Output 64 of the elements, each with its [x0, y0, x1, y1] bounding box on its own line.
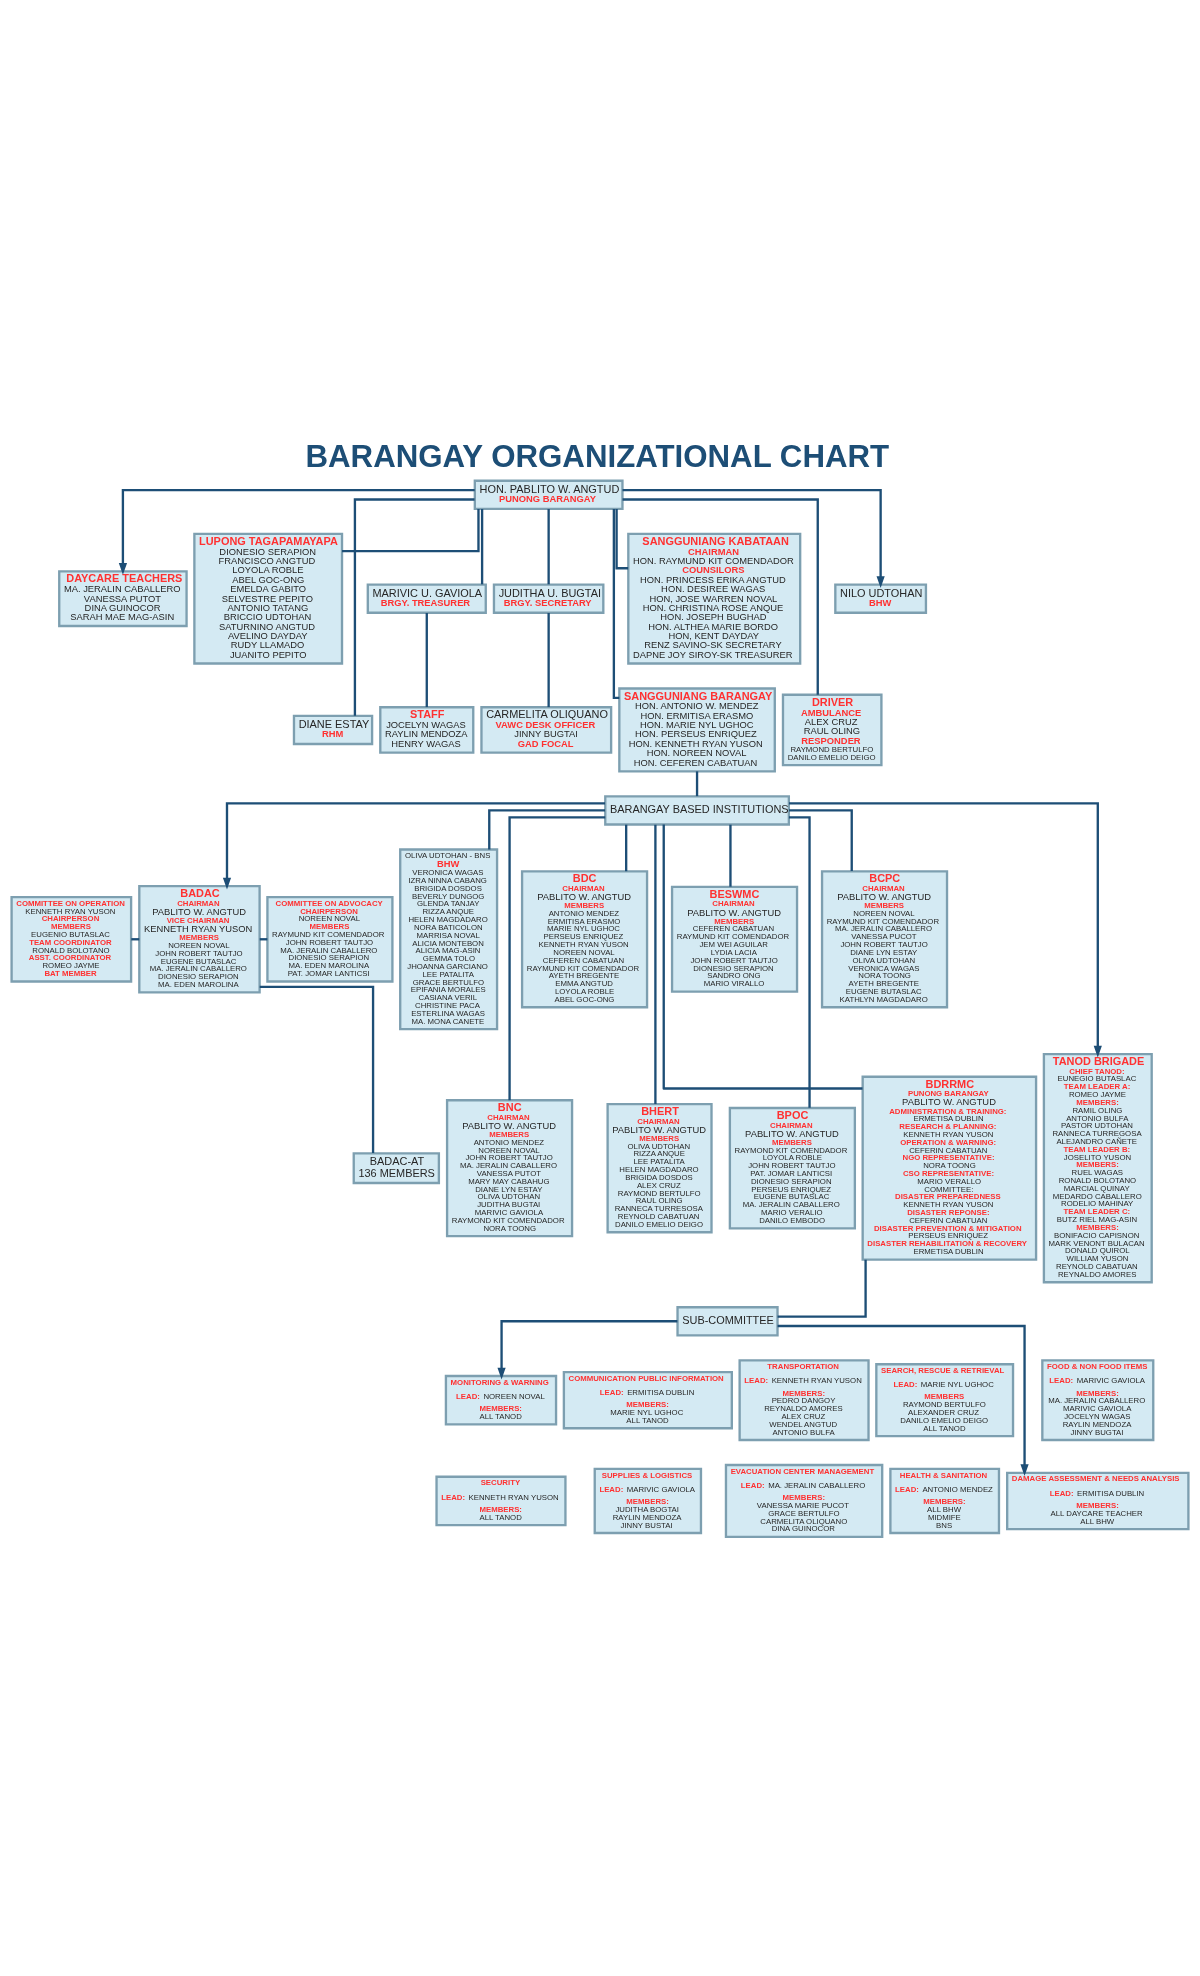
- connector: [788, 815, 811, 1108]
- node-box: COMMUNICATION PUBLIC INFORMATION LEAD: ERMITISA DUBLIN MEMBERS: MARIE NYL UGHOC ALL TANOD: [562, 1370, 733, 1429]
- node-box: BADAC-AT 136 MEMBERS: [352, 1151, 441, 1184]
- node-box: BDRRMC PUNONG BARANGAY PABLITO W. ANGTUD ADMINISTRATION & TRAINING: ERMETISA DUBLIN RESEARCH & PLANNING: KENNETH RYAN YUSON OPERATION & WARNING: CEFERIN CABATUAN NGO REPRESENTATIVE: NORA TOONG CSO REPRESENTATIVE: MARIO VERALLO COMMITTEE: DISASTER PREPAREDNESS KENNETH RYAN YUSON DISASTER REPONSE: CEFERIN CABATUAN DISASTER PREVENTION & MITIGATION PERSEUS ENRIQUEZ DISASTER REHABILITATION & RECOVERY ERMETISA DUBLIN: [861, 1075, 1038, 1261]
- connector: [789, 808, 853, 871]
- node-box: BHERT CHAIRMAN PABLITO W. ANGTUD MEMBERS OLIVA UDTOHAN RIZZA ANQUE LEE PATALITA HELEN MAGDADARO BRIGIDA DOSDOS ALEX CRUZ RAYMOND BERTULFO RAUL OLING RANNECA TURRESOSA REYNOLD CABATUAN DANILO EMELIO DEIGO: [606, 1102, 713, 1233]
- node-box: BDC CHAIRMAN PABLITO W. ANGTUD MEMBERS ANTONIO MENDEZ ERMITISA ERASMO MARIE NYL UGHOC PERSEUS ENRIQUEZ KENNETH RYAN YUSON NOREEN NOVAL CEFEREN CABATUAN RAYMUND KIT COMENDADOR AYETH BREGENTE EMMA ANGTUD LOYOLA ROBLE ABEL GOC-ONG: [520, 869, 649, 1008]
- node-box: OLIVA UDTOHAN - BNS BHW VERONICA WAGAS IZRA NINNA CABANG BRIGIDA DOSDOS BEVERLY DUNGOG GLENDA TANJAY RIZZA ANQUE HELEN MAGDADARO NORA BATICOLON MARRISA NOVAL ALICIA MONTEBON ALICIA MAG-ASIN GEMMA TOLO JHOANNA GARCIANO LEE PATALITA GRACE BERTULFO EPIFANIA MORALES CASIANA VERIL CHRISTINE PACA ESTERLINA WAGAS MA. MONA CANETE: [399, 847, 499, 1030]
- node-box: COMMITTEE ON ADVOCACY CHAIRPERSON NOREEN NOVAL MEMBERS RAYMUND KIT COMENDADOR JOHN ROBERT TAUTJO MA. JERALIN CABALLERO DIONESIO SERAPION MA. EDEN MAROLINA PAT. JOMAR LANTICSI: [266, 895, 394, 983]
- node-box: SANGGUNIANG KABATAAN CHAIRMAN HON. RAYMUND KIT COMENDADOR COUNSILORS HON. PRINCESS ERIKA ANGTUD HON. DESIREE WAGAS HON, JOSE WARREN NOVAL HON. CHRISTINA ROSE ANQUE HON. JOSEPH BUGHAD HON. ALTHEA MARIE BORDO HON, KENT DAYDAY RENZ SAVINO-SK SECRETARY DAPNE JOY SIROY-SK TREASURER: [627, 532, 802, 665]
- node-box: LUPONG TAGAPAMAYAPA DIONESIO SERAPION FRANCISCO ANGTUD LOYOLA ROBLE ABEL GOC-ONG EMELDA GABITO SELVESTRE PEPITO ANTONIO TATANG BRICCIO UDTOHAN SATURNINO ANGTUD AVELINO DAYDAY RUDY LLAMADO JUANITO PEPITO: [193, 532, 344, 665]
- arrow: [622, 488, 885, 588]
- connector: [622, 497, 819, 695]
- node-box: MARIVIC U. GAVIOLA BRGY. TREASURER: [366, 582, 487, 614]
- node-box: BNC CHAIRMAN PABLITO W. ANGTUD MEMBERS ANTONIO MENDEZ NOREEN NOVAL JOHN ROBERT TAUTJO MA. JERALIN CABALLERO VANESSA PUTOT MARY MAY CABAHUG DIANE LYN ESTAY OLIVA UDTOHAN JUDITHA BUGTAI MARIVIC GAVIOLA RAYMOND KIT COMENDADOR NORA TOONG: [445, 1098, 574, 1237]
- arrow: [789, 801, 1102, 1058]
- node-box: DAYCARE TEACHERS MA. JERALIN CABALLERO VANESSA PUTOT DINA GUINOCOR SARAH MAE MAG-ASIN: [58, 569, 188, 627]
- node-box: SUPPLIES & LOGISTICS LEAD: MARIVIC GAVIOLA MEMBERS: JUDITHA BOGTAI RAYLIN MENDOZA JINNY BUSTAI: [593, 1467, 703, 1534]
- node-box: CARMELITA OLIQUANO VAWC DESK OFFICER JINNY BUGTAI GAD FOCAL: [480, 705, 613, 754]
- connector: [612, 508, 620, 699]
- connector: [695, 770, 699, 796]
- node-box: DAMAGE ASSESSMENT & NEEDS ANALYSIS LEAD: ERMITISA DUBLIN MEMBERS: ALL DAYCARE TEACHER ALL BHW: [1006, 1471, 1190, 1530]
- node-box: BADAC CHAIRMAN PABLITO W. ANGTUD VICE CHAIRMAN KENNETH RYAN YUSON MEMBERS NOREEN NOVAL JOHN ROBERT TAUTJO EUGENE BUTASLAC MA. JERALIN CABALLERO DIONESIO SERAPION MA. EDEN MAROLINA: [138, 884, 261, 994]
- connector: [625, 824, 628, 871]
- node-box: SUB-COMMITTEE: [676, 1305, 779, 1336]
- connector: [729, 824, 732, 887]
- node-box: NILO UDTOHAN BHW: [834, 582, 928, 614]
- connector: [547, 612, 550, 707]
- connector: [547, 508, 550, 584]
- connector: [662, 824, 863, 1090]
- connector: [615, 508, 629, 569]
- node-box: EVACUATION CENTER MANAGEMENT LEAD: MA. JERALIN CABALLERO MEMBERS: VANESSA MARIE PUCOT GRACE BERTULFO CARMELITA OLIQUANO DINA GUINOCOR: [724, 1463, 884, 1538]
- node-box: DRIVER AMBULANCE ALEX CRUZ RAUL OLING RESPONDER RAYMOND BERTULFO DANILO EMELIO DEIGO: [781, 693, 883, 766]
- connector: [353, 497, 475, 716]
- node-box: DIANE ESTAY RHM: [292, 714, 374, 745]
- node-box: FOOD & NON FOOD ITEMS LEAD: MARIVIC GAVIOLA MEMBERS: MA. JERALIN CABALLERO MARIVIC GAVIOLA JOCELYN WAGAS RAYLIN MENDOZA JINNY BUGTAI: [1041, 1358, 1155, 1441]
- node-box: BCPC CHAIRMAN PABLITO W. ANGTUD MEMBERS NOREEN NOVAL RAYMUND KIT COMENDADOR MA. JERALIN CABALLERO VANESSA PUCOT JOHN ROBERT TAUTJO DIANE LYN ESTAY OLIVA UDTOHAN VERONICA WAGAS NORA TOONG AYETH BREGENTE EUGENE BUTASLAC KATHLYN MAGDADARO: [820, 869, 949, 1008]
- connector: [425, 612, 428, 707]
- node-box: HON. PABLITO W. ANGTUD PUNONG BARANGAY: [473, 479, 624, 510]
- arrow: [497, 1319, 678, 1379]
- node-box: COMMITTEE ON OPERATION KENNETH RYAN YUSON CHAIRPERSON MEMBERS EUGENIO BUTASLAC TEAM COORDINATOR RONALD BOLOTANO ASST. COORDINATOR ROMEO JAYME BAT MEMBER: [10, 895, 133, 983]
- connector: [654, 824, 657, 1104]
- node-box: JUDITHA U. BUGTAI BRGY. SECRETARY: [492, 582, 605, 614]
- node-box: TANOD BRIGADE CHIEF TANOD: EUNEGIO BUTASLAC TEAM LEADER A: ROMEO JAYME MEMBERS: RAMIL OLING ANTONIO BULFA PASTOR UDTOHAN RANNECA TURREGOSA ALEJANDRO CAÑETE TEAM LEADER B: JOSELITO YUSON MEMBERS: RUEL WAGAS RONALD BOLOTANO MARCIAL QUINAY MEDARDO CABALLERO RODELIO MAHINAY TEAM LEADER C: BUTZ RIEL MAG-ASIN MEMBERS: BONIFACIO CAPISNON MARK VENONT BULACAN DONALD QUIROL WILLIAM YUSON REYNOLD CABATUAN REYNALDO AMORES: [1042, 1052, 1153, 1283]
- node-box: BESWMC CHAIRMAN PABLITO W. ANGTUD MEMBERS CEFEREN CABATUAN RAYMUND KIT COMENDADOR JEM WEI AGUILAR LYDIA LACIA JOHN ROBERT TAUTJO DIONESIO SERAPION SANDRO ONG MARIO VIRALLO: [670, 885, 799, 993]
- node-box: HEALTH & SANITATION LEAD: ANTONIO MENDEZ MEMBERS: ALL BHW MIDMIFE BNS: [889, 1467, 1001, 1534]
- connector: [508, 815, 606, 1100]
- node-box: BARANGAY BASED INSTITUTIONS: [604, 794, 790, 826]
- node-box: SEARCH, RESCUE & RETRIEVAL LEAD: MARIE NYL UGHOC MEMBERS RAYMOND BERTULFO ALEXANDER CRUZ DANILO EMELIO DEIGO ALL TANOD: [875, 1362, 1015, 1437]
- node-box: SECURITY LEAD: KENNETH RYAN YUSON MEMBERS: ALL TANOD: [435, 1475, 567, 1526]
- arrow: [118, 488, 475, 575]
- node-box: MONITORING & WARNING LEAD: NOREEN NOVAL MEMBERS: ALL TANOD: [444, 1374, 558, 1426]
- arrow: [222, 801, 606, 889]
- node-box: SANGGUNIANG BARANGAY HON. ANTONIO W. MENDEZ HON. ERMITISA ERASMO HON. MARIE NYL UGHOC HON. PERSEUS ENRIQUEZ HON. KENNETH RYAN YUSON HON. NOREEN NOVAL HON. CEFEREN CABATUAN: [618, 686, 776, 772]
- connector: [777, 1259, 867, 1318]
- node-box: STAFF JOCELYN WAGAS RAYLIN MENDOZA HENRY WAGAS: [379, 705, 475, 754]
- node-box: TRANSPORTATION LEAD: KENNETH RYAN YUSON MEMBERS: PEDRO DANGOY REYNALDO AMORES ALEX CRUZ WENDEL ANGTUD ANTONIO BULFA: [738, 1358, 870, 1441]
- connector: [480, 508, 484, 584]
- node-box: BPOC CHAIRMAN PABLITO W. ANGTUD MEMBERS RAYMOND KIT COMENDADOR LOYOLA ROBLE JOHN ROBERT TAUTJO PAT. JOMAR LANTICSI DIONESIO SERAPION PERSEUS ENRIQUEZ EUGENE BUTASLAC MA. JERALIN CABALLERO MARIO VERALIO DANILO EMBODO: [728, 1106, 856, 1229]
- connector: [259, 985, 375, 1153]
- connector: [488, 808, 605, 849]
- arrow: [777, 1324, 1029, 1476]
- diagram-title: BARANGAY ORGANIZATIONAL CHART: [305, 438, 890, 474]
- connector: [342, 508, 480, 552]
